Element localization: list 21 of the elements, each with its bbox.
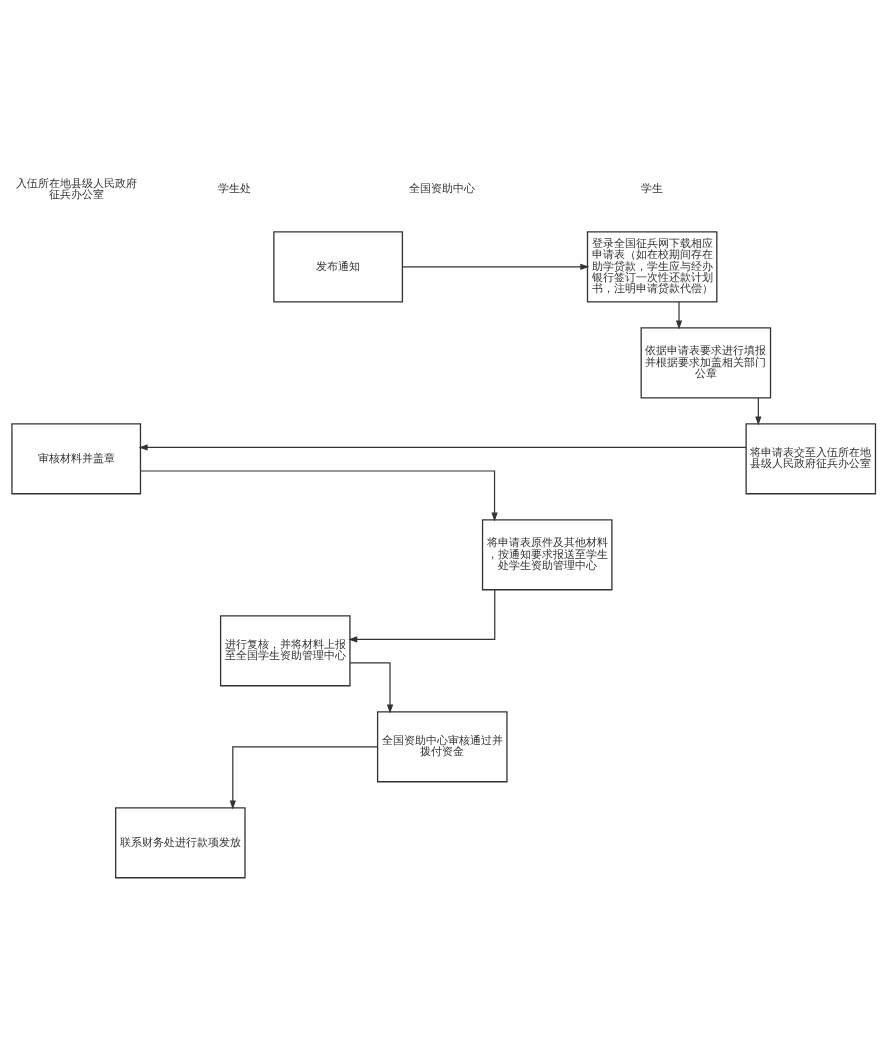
arrow	[755, 397, 762, 426]
arrow	[140, 470, 498, 522]
node-box: 发布通知	[273, 231, 404, 303]
label: 学生	[641, 182, 664, 195]
node-box: 将申请表原件及其他材料，按通知要求报送至学生处学生资助管理中心	[481, 519, 613, 591]
arrow	[401, 263, 590, 270]
label: 学生处	[217, 182, 251, 195]
node-box: 全国资助中心审核通过并拨付资金	[376, 711, 508, 783]
arrow	[229, 746, 379, 810]
node-box: 联系财务处进行款项发放	[115, 807, 246, 879]
node-box: 审核材料并盖章	[11, 423, 142, 495]
label: 入伍所在地县级人民政府征兵办公室	[15, 176, 137, 200]
arrow	[349, 662, 394, 714]
arrow	[348, 589, 496, 643]
label: 全国资助中心	[409, 182, 476, 195]
arrow	[675, 301, 683, 330]
node-box: 进行复核，并将材料上报至全国学生资助管理中心	[219, 615, 351, 687]
node-box: 将申请表交至入伍所在地县级人民政府征兵办公室	[745, 423, 877, 495]
arrow	[138, 444, 747, 451]
node-box: 依据申请表要求进行填报并根据要求加盖相关部门公章	[640, 327, 772, 399]
node-box: 登录全国征兵网下载相应申请表（如在校期间存在助学贷款，学生应与经办银行签订一次性还款计划书，注明申请贷款代偿）	[586, 231, 718, 303]
